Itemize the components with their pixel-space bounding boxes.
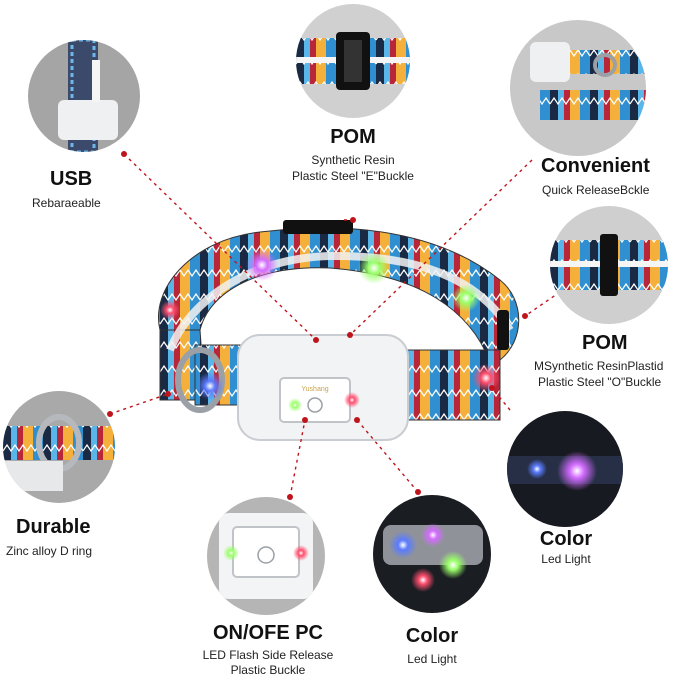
- buckle-brand-text: Yushang: [301, 386, 328, 393]
- quick-release-photo: [510, 20, 646, 156]
- on-off-buckle-photo: [207, 497, 325, 615]
- onoff-title: ON/OFE PC: [212, 622, 323, 644]
- pom-top-title: POM: [330, 126, 376, 148]
- color-led-photo-mid: [373, 495, 491, 613]
- pom-top-desc-2: Plastic Steel "E"Buckle: [292, 169, 414, 183]
- durable-desc: Zinc alloy D ring: [6, 544, 93, 558]
- convenient-title: Convenient: [541, 155, 650, 177]
- pom-right-desc-2: Plastic Steel "O"Buckle: [538, 375, 662, 389]
- color-led-photo-right: [507, 411, 623, 527]
- pom-e-buckle-photo: [296, 4, 410, 118]
- pom-right-desc-1: MSynthetic ResinPlastid: [534, 359, 664, 373]
- usb-desc: Rebaraeable: [32, 196, 101, 210]
- color-mid-title: Color: [405, 625, 459, 647]
- color-mid-desc: Led Light: [407, 652, 457, 666]
- pom-right-title: POM: [582, 332, 628, 354]
- onoff-desc-2: Plastic Buckle: [230, 663, 306, 677]
- durable-title: Durable: [16, 516, 91, 538]
- convenient-desc: Quick ReleaseBckle: [542, 183, 650, 197]
- pom-o-buckle-photo: [550, 206, 668, 324]
- d-ring-photo: [3, 391, 115, 503]
- color-right-desc: Led Light: [541, 552, 591, 566]
- usb-title: USB: [50, 168, 93, 190]
- pom-top-desc-1: Synthetic Resin: [311, 153, 395, 167]
- color-right-title: Color: [539, 528, 593, 550]
- onoff-desc-1: LED Flash Side Release: [202, 648, 334, 662]
- usb-detail-photo: [28, 40, 140, 152]
